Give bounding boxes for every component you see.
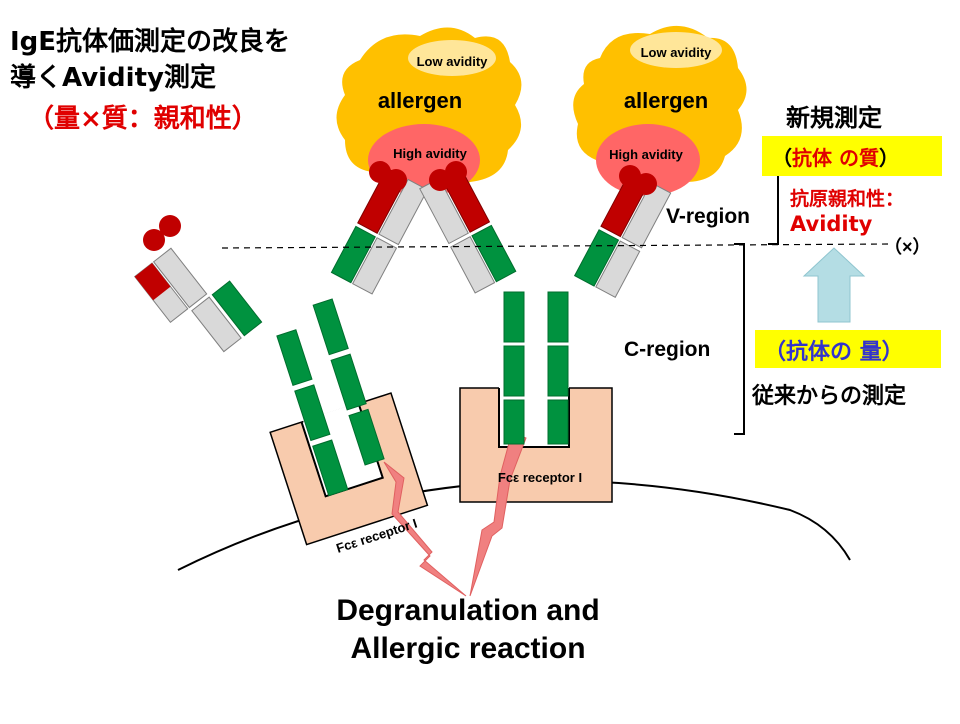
allergen-2-low-avidity-site [630, 32, 722, 68]
quantity-label: （抗体の 量） [764, 340, 904, 365]
antibody-right [419, 161, 672, 445]
antibody-left [134, 161, 429, 497]
result-line-2: Allergic reaction [350, 632, 585, 665]
allergen-2 [573, 25, 747, 196]
quality-label: （抗体 の質） [772, 142, 899, 171]
allergen-1-low-avidity-site [408, 40, 496, 76]
allergen-2-high-label: High avidity [609, 147, 683, 162]
allergen-2-label: allergen [624, 88, 708, 113]
allergen-1-high-label: High avidity [393, 146, 467, 161]
v-region-bracket [768, 169, 779, 245]
quantity-highlight [755, 330, 941, 368]
quality-highlight [762, 136, 942, 176]
affinity-line-2: Avidity [790, 212, 873, 236]
allergen-1-label: allergen [378, 88, 462, 113]
result-line-1: Degranulation and [336, 594, 599, 627]
affinity-line-1: 抗原親和性： [790, 188, 905, 210]
title-line-2: 導くAvidity測定 [10, 63, 216, 93]
c-region-bracket [734, 243, 745, 435]
receptor-right-label: Fcε receptor I [498, 470, 582, 485]
v-c-boundary-line [221, 243, 891, 249]
c-region-label: C-region [624, 338, 710, 361]
signal-bolt-left [383, 461, 467, 597]
new-measure-heading: 新規測定 [786, 104, 882, 132]
quality-text: 抗体 の質 [792, 146, 879, 170]
signal-bolt-right [469, 431, 527, 597]
conventional-caption: 従来からの測定 [752, 384, 907, 409]
v-region-label: V-region [666, 205, 750, 228]
quality-open: （ [772, 146, 792, 170]
allergen-2-low-label: Low avidity [641, 45, 713, 60]
title-line-1: IgE抗体価測定の改良を [10, 27, 291, 57]
allergen-1-low-label: Low avidity [417, 54, 489, 69]
title-block: IgE抗体価測定の改良を 導くAvidity測定 [10, 24, 290, 96]
cross-mark: （×） [884, 237, 931, 257]
upward-arrow [802, 247, 866, 323]
title-line-3: （量×質：親和性） [28, 104, 258, 134]
quality-close: ） [878, 146, 899, 170]
